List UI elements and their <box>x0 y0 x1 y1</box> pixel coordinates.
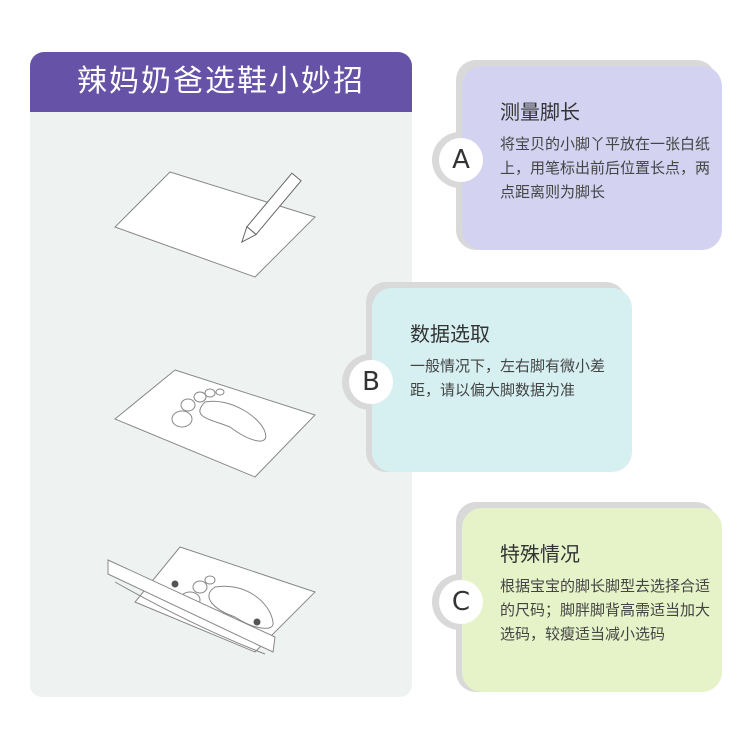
card-title: 特殊情况 <box>500 542 580 566</box>
letter-badge: B <box>349 360 393 404</box>
card-data-selection: 数据选取 一般情况下，左右脚有微小差距，请以偏大脚数据为准 <box>372 288 632 472</box>
paper-pencil-illustration <box>114 171 316 278</box>
letter-badge: C <box>439 580 483 624</box>
card-title: 测量脚长 <box>500 100 580 124</box>
card-text: 一般情况下，左右脚有微小差距，请以偏大脚数据为准 <box>410 357 606 399</box>
illustration-panel <box>30 112 412 697</box>
card-text: 根据宝宝的脚长脚型去选择合适的尺码；脚胖脚背高需适当加大选码，较瘦适当减小选码 <box>500 577 711 643</box>
footprint-paper-illustration <box>114 369 316 478</box>
card-measure-length: 测量脚长 将宝贝的小脚丫平放在一张白纸上，用笔标出前后位置长点，两点距离则为脚长 <box>462 66 722 250</box>
letter-badge: A <box>439 138 483 182</box>
card-text: 将宝贝的小脚丫平放在一张白纸上，用笔标出前后位置长点，两点距离则为脚长 <box>500 135 711 201</box>
ruler-measure-illustration <box>107 546 316 655</box>
page-title: 辣妈奶爸选鞋小妙招 <box>30 52 412 112</box>
card-title: 数据选取 <box>410 322 490 346</box>
card-special-cases: 特殊情况 根据宝宝的脚长脚型去选择合适的尺码；脚胖脚背高需适当加大选码，较瘦适当… <box>462 508 722 692</box>
